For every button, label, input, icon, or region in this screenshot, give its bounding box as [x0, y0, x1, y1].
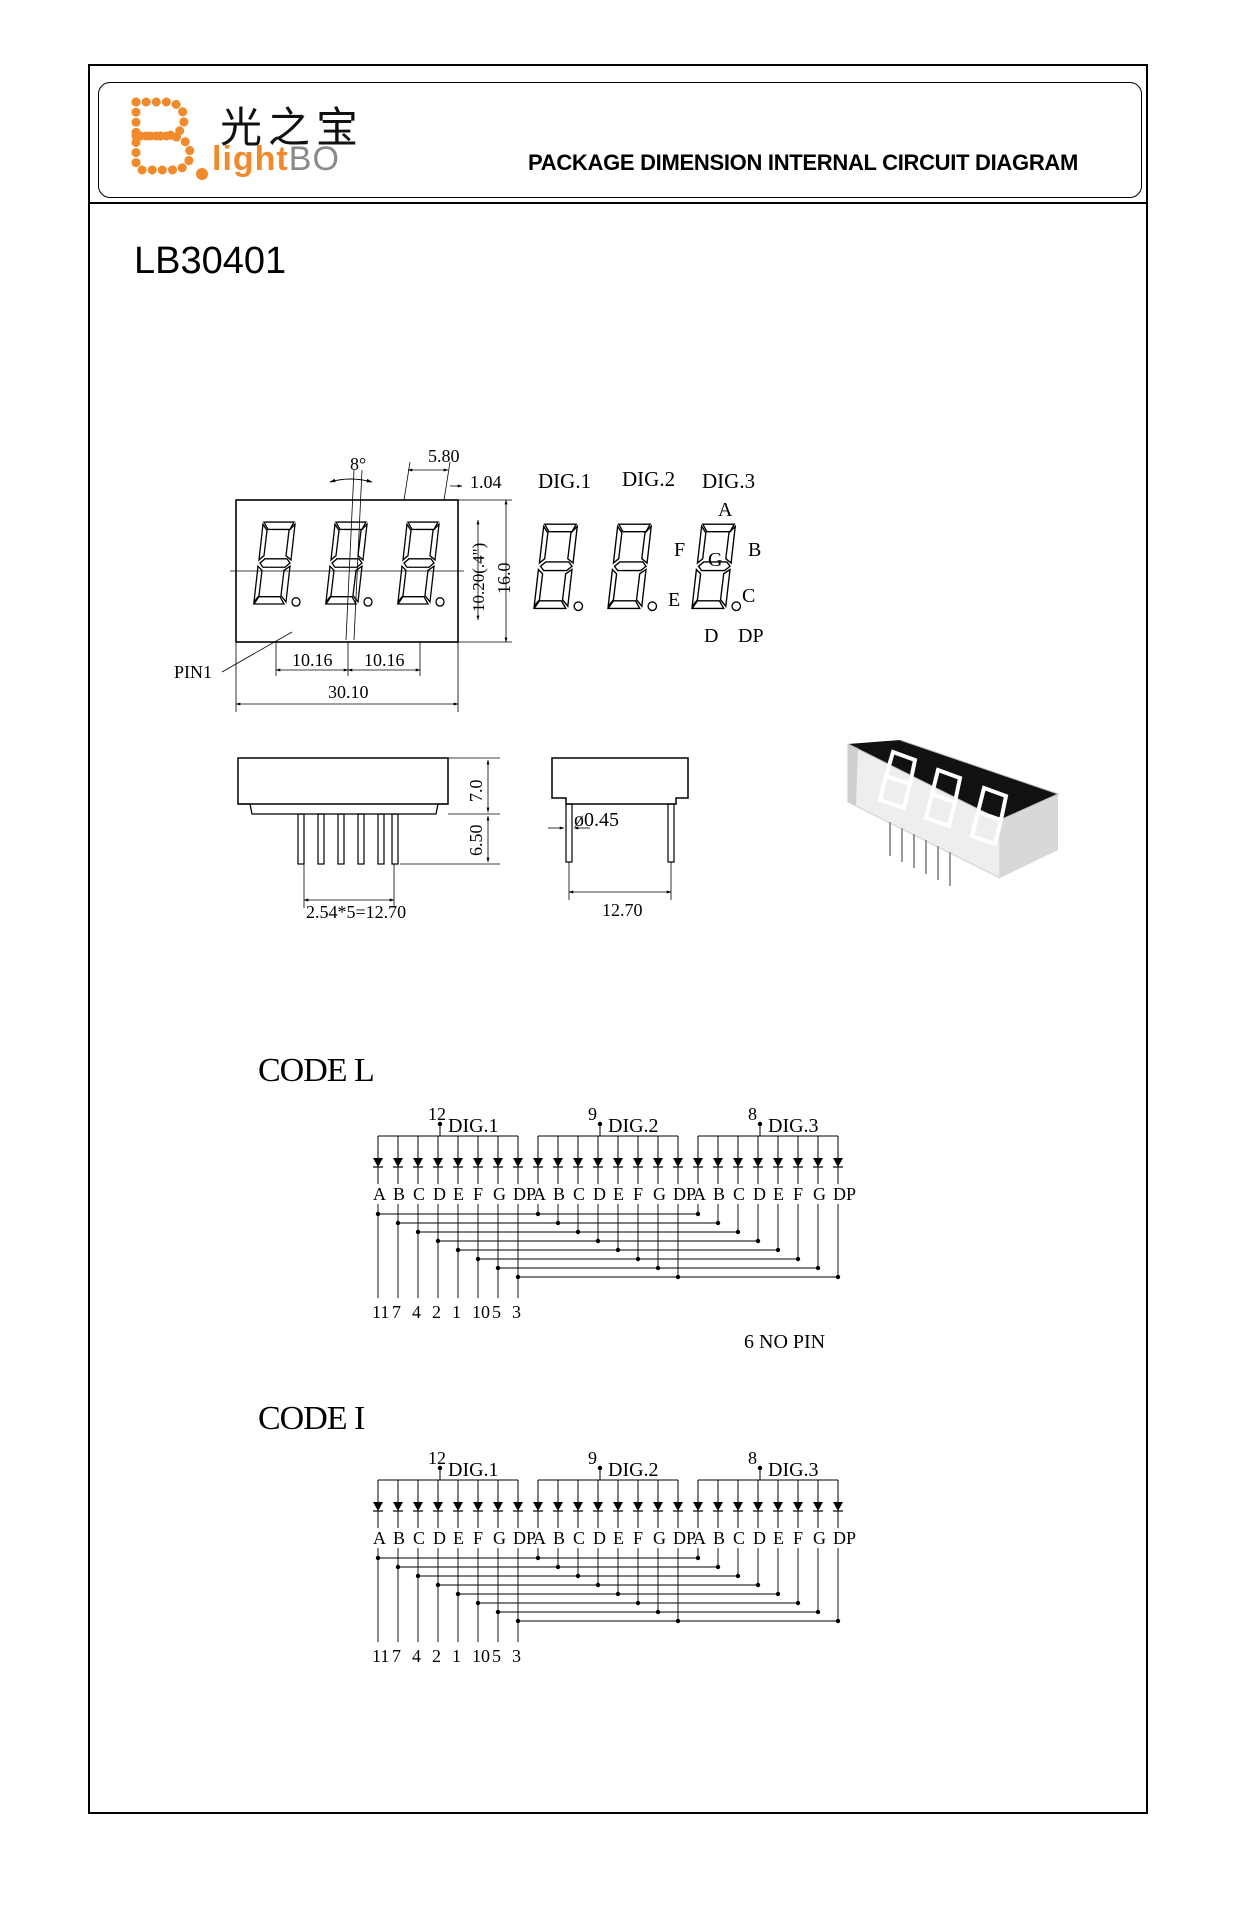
header-divider	[88, 202, 1148, 204]
header-box	[98, 82, 1142, 198]
logo-word-light: light	[212, 140, 289, 178]
part-number: LB30401	[134, 240, 287, 282]
code-i-title: CODE I	[258, 1400, 365, 1437]
logo-chinese-name: 光之宝	[220, 103, 365, 152]
logo-wordmark: lightBO	[212, 140, 340, 179]
logo-word-bo: BO	[288, 140, 340, 178]
code-l-title: CODE L	[258, 1052, 375, 1089]
page-title: PACKAGE DIMENSION INTERNAL CIRCUIT DIAGR…	[528, 150, 1079, 175]
logo-mark-icon	[131, 97, 208, 180]
page-frame	[88, 64, 1148, 1814]
